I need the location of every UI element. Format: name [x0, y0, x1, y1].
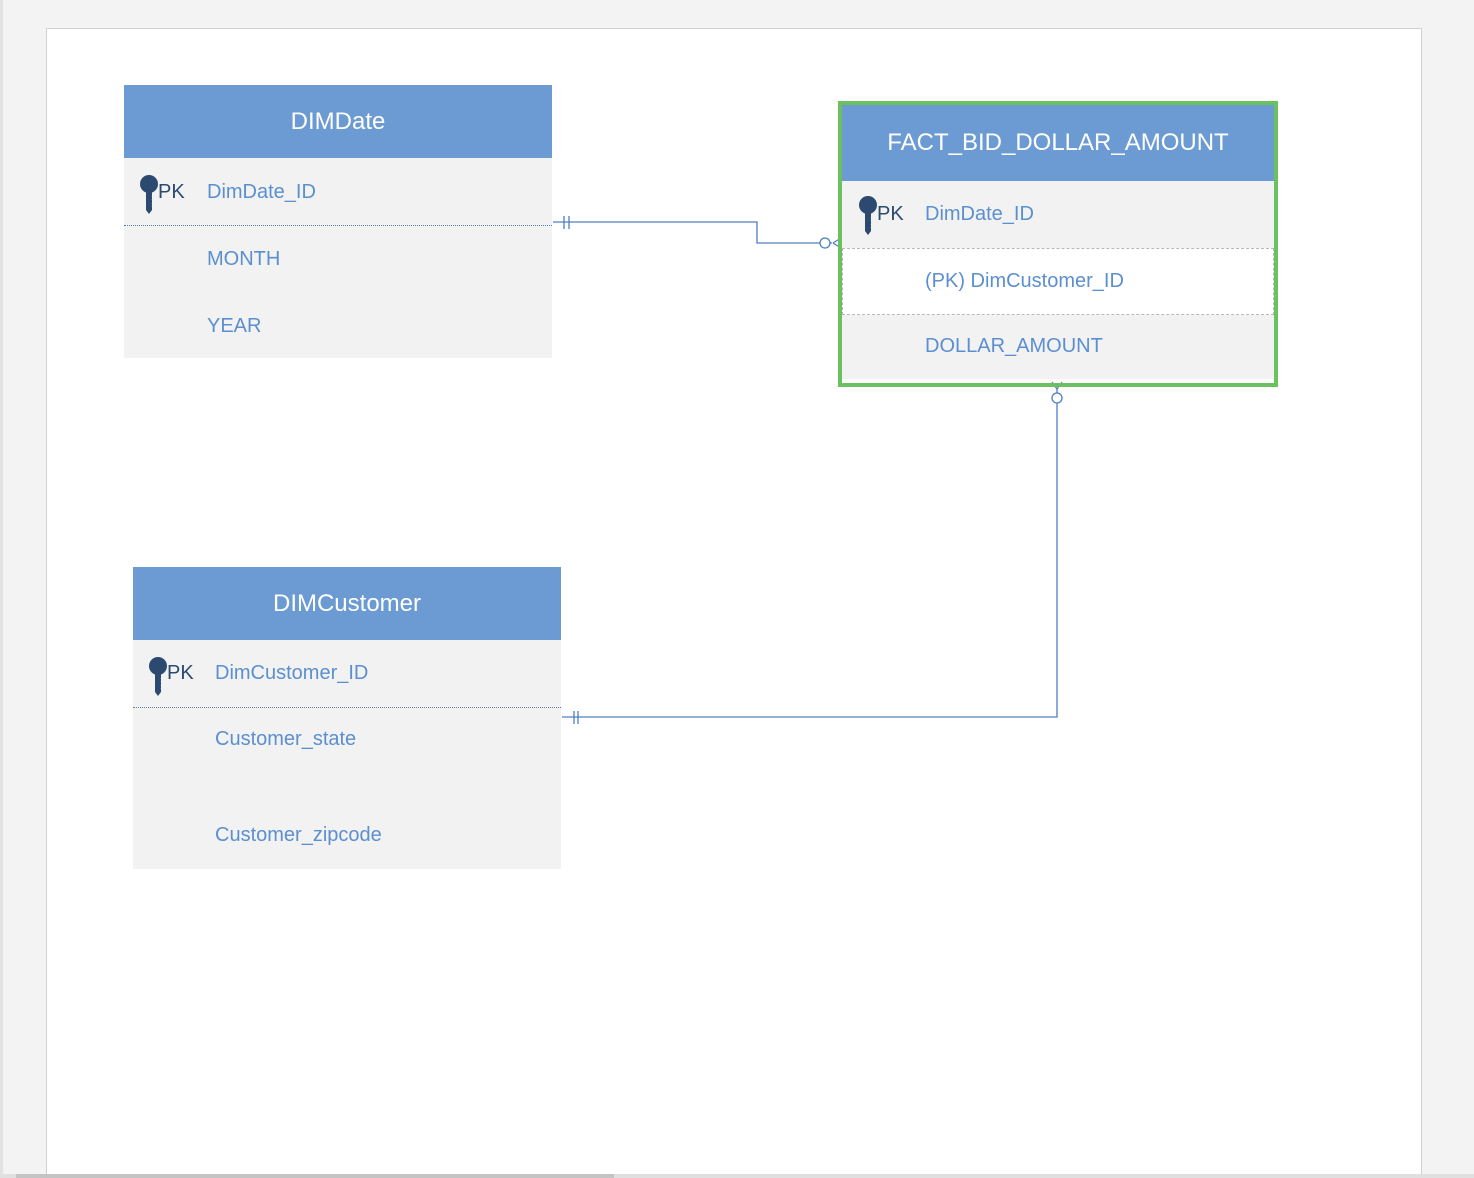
key-attribute: DimCustomer_ID — [215, 662, 369, 684]
attributes-section: Customer_state Customer_zipcode — [133, 708, 561, 869]
entity-title: DIMDate — [124, 85, 552, 158]
attribute: Customer_state — [215, 728, 357, 750]
horizontal-scrollbar[interactable] — [0, 1174, 1474, 1178]
optional-circle — [819, 237, 831, 249]
attributes-section: MONTH YEAR — [124, 226, 552, 358]
canvas-left-edge — [0, 0, 3, 1178]
entity-title: FACT_BID_DOLLAR_AMOUNT — [842, 105, 1274, 181]
entity-dimcustomer[interactable]: DIMCustomer PK DimCustomer_ID Customer_s… — [133, 567, 561, 869]
key-icon — [140, 175, 158, 214]
attribute: YEAR — [207, 315, 262, 337]
key-icon — [859, 196, 877, 235]
key-attribute: DimDate_ID — [925, 203, 1034, 225]
entity-dimdate[interactable]: DIMDate PK DimDate_ID MONTH YEAR — [124, 85, 552, 358]
key-row[interactable]: PK DimDate_ID — [842, 181, 1274, 248]
pk-label: PK — [877, 203, 904, 225]
key-attribute: DimDate_ID — [207, 181, 316, 203]
attributes-section: DOLLAR_AMOUNT — [842, 315, 1274, 379]
attribute: DOLLAR_AMOUNT — [925, 335, 1103, 357]
entity-title: DIMCustomer — [133, 567, 561, 640]
selected-key-row[interactable]: (PK) DimCustomer_ID — [842, 248, 1274, 315]
pk-label: PK — [167, 662, 194, 684]
scrollbar-thumb[interactable] — [16, 1174, 614, 1178]
attribute: MONTH — [207, 248, 281, 270]
key-row[interactable]: PK DimDate_ID — [124, 158, 552, 226]
optional-circle — [1051, 392, 1063, 404]
relationship-customer-fact[interactable] — [562, 381, 1063, 724]
relationship-date-fact[interactable] — [553, 216, 842, 249]
attribute: Customer_zipcode — [215, 824, 382, 846]
key-row[interactable]: PK DimCustomer_ID — [133, 640, 561, 708]
key-icon — [149, 657, 167, 696]
key-attribute-2: (PK) DimCustomer_ID — [925, 270, 1124, 292]
entity-fact-bid-dollar-amount[interactable]: FACT_BID_DOLLAR_AMOUNT PK DimDate_ID (PK… — [838, 101, 1278, 387]
pk-label: PK — [158, 181, 185, 203]
